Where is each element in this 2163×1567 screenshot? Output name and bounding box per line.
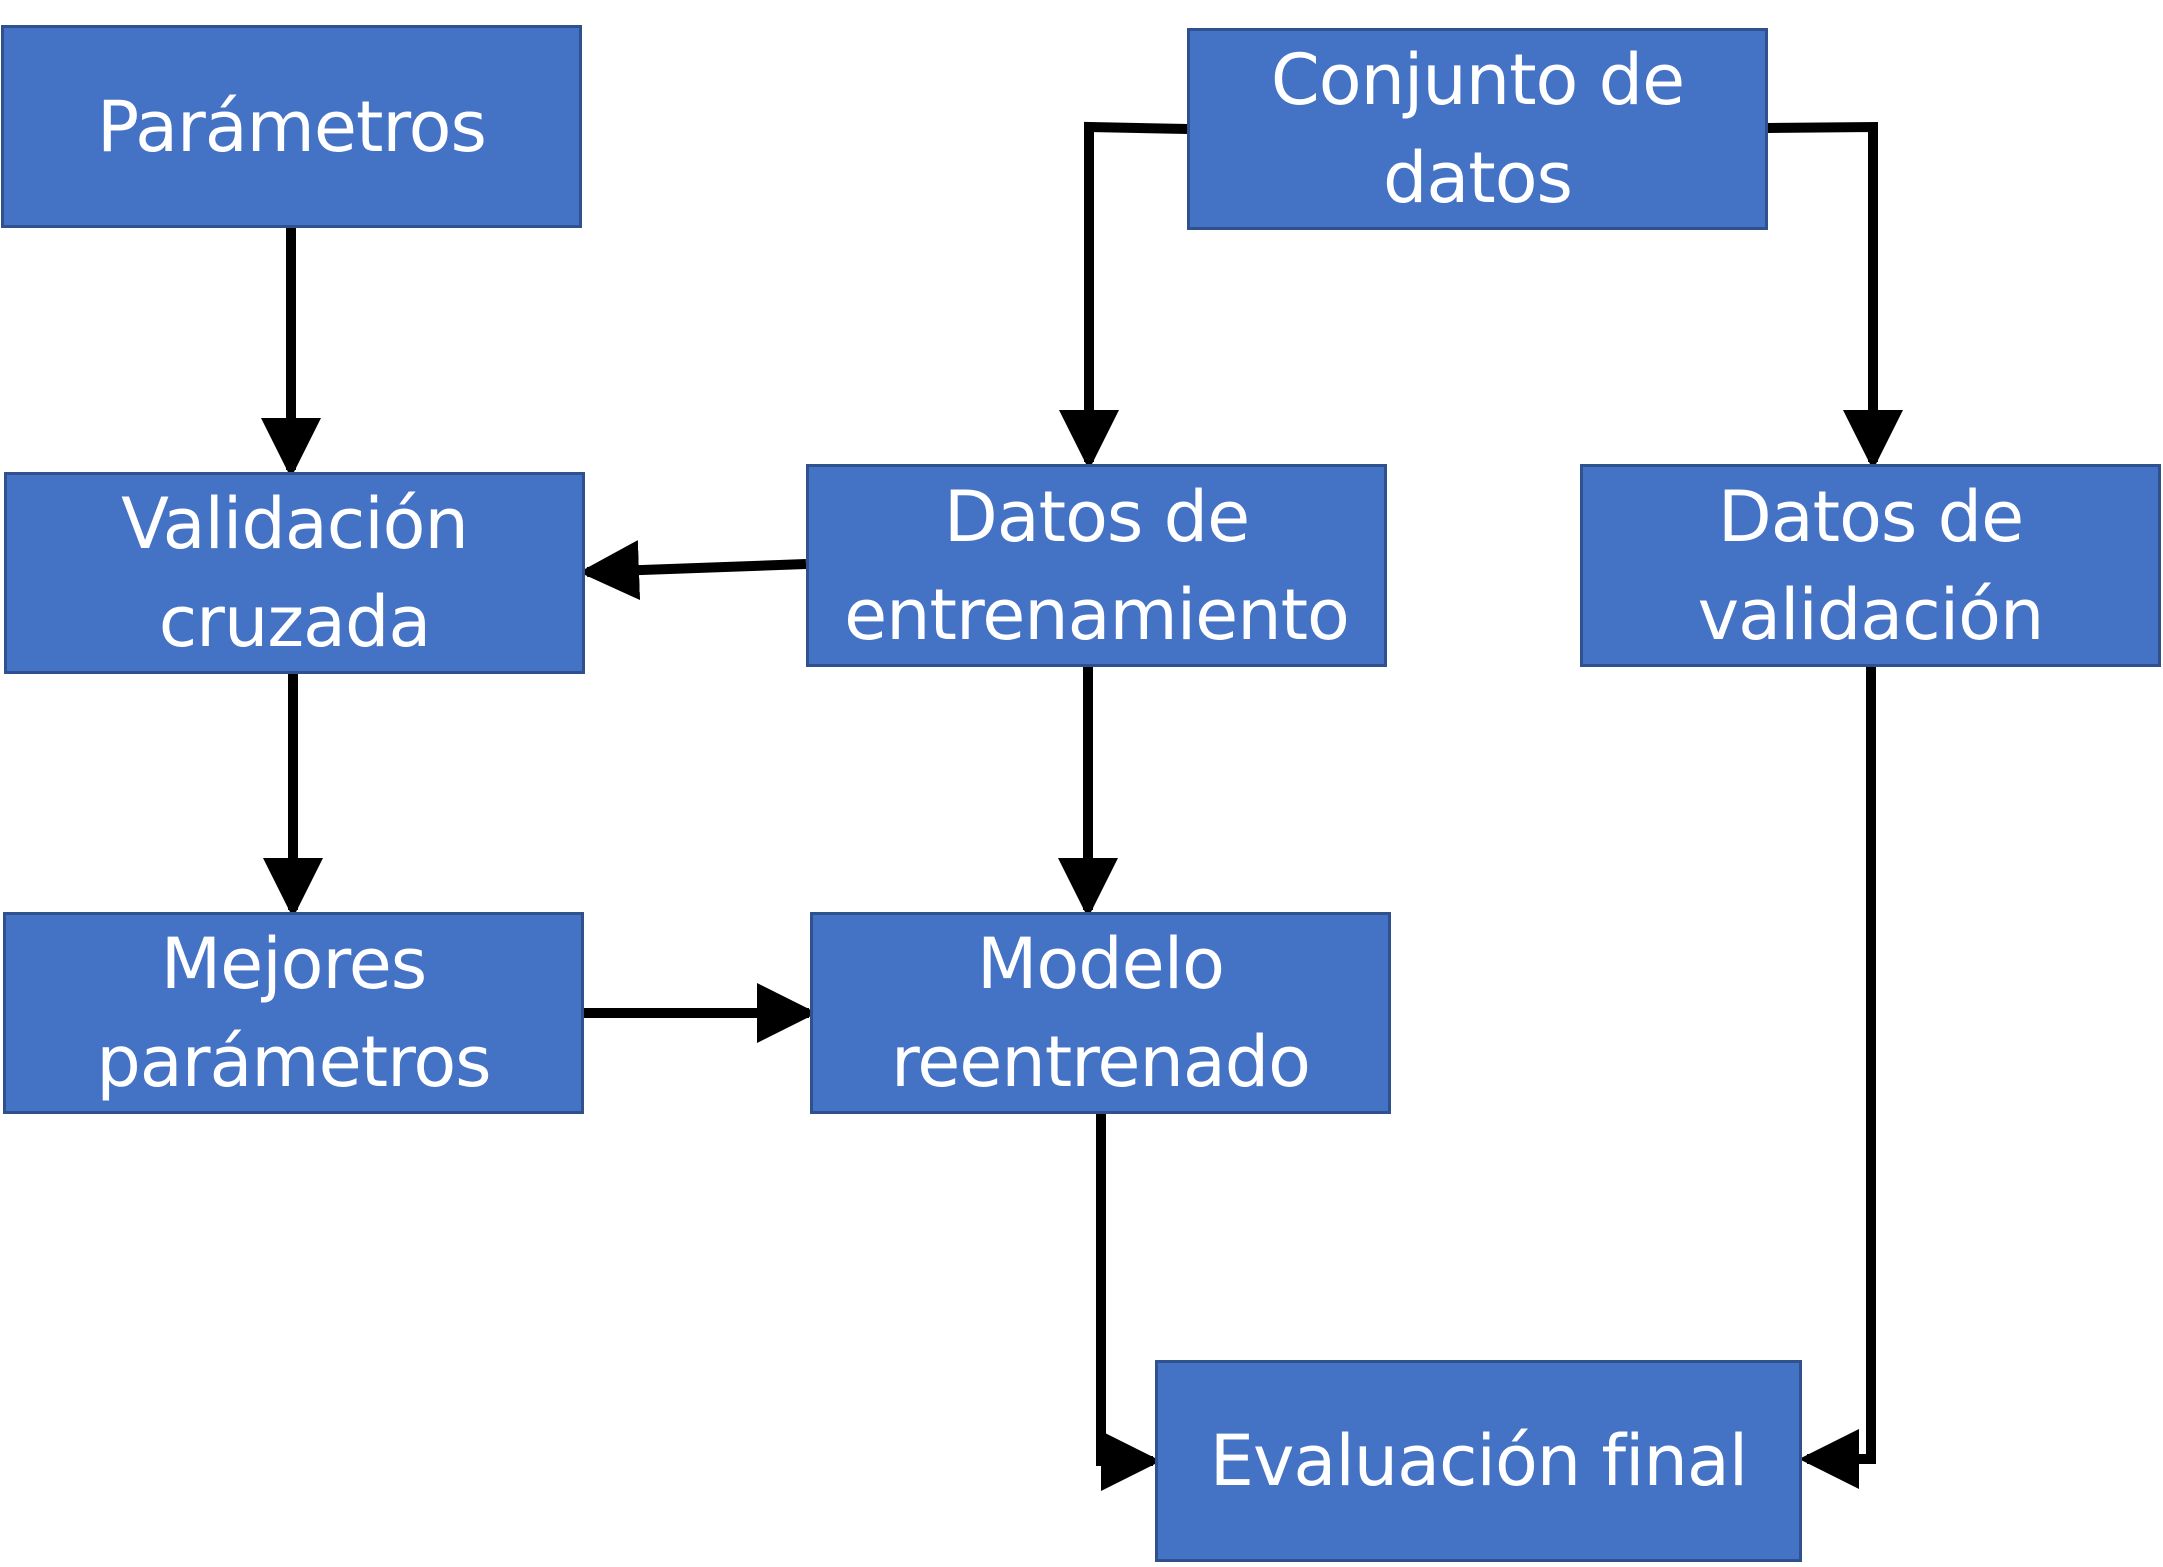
node-validacion-cruzada: Validación cruzada: [4, 472, 585, 674]
node-datos-de-entrenamiento-label: Datos de entrenamiento: [844, 475, 1350, 656]
arrow-conjunto-to-datos-validacion: [1766, 121, 1903, 471]
node-conjunto-de-datos-label: Conjunto de datos: [1270, 39, 1685, 219]
node-mejores-parametros: Mejores parámetros: [3, 912, 584, 1114]
node-parametros-label: Parámetros: [97, 85, 487, 168]
node-evaluacion-final-label: Evaluación final: [1209, 1420, 1748, 1502]
node-conjunto-de-datos: Conjunto de datos: [1187, 28, 1768, 230]
node-mejores-parametros-label: Mejores parámetros: [96, 923, 491, 1103]
node-validacion-cruzada-label: Validación cruzada: [121, 483, 469, 663]
node-datos-de-entrenamiento: Datos de entrenamiento: [806, 464, 1387, 667]
arrow-conjunto-to-datos-entrenamiento: [1059, 121, 1189, 471]
node-datos-de-validacion: Datos de validación: [1580, 464, 2161, 667]
node-evaluacion-final: Evaluación final: [1155, 1360, 1802, 1562]
node-parametros: Parámetros: [1, 25, 582, 228]
node-datos-de-validacion-label: Datos de validación: [1697, 475, 2045, 656]
node-modelo-reentrenado-label: Modelo reentrenado: [890, 923, 1311, 1103]
arrow-modelo-reentrenado-to-evaluacion-final: [1096, 1113, 1162, 1491]
node-modelo-reentrenado: Modelo reentrenado: [810, 912, 1391, 1114]
arrow-datos-validacion-to-evaluacion-final: [1798, 667, 1876, 1489]
arrow-datos-entrenamiento-to-validacion-cruzada: [579, 540, 807, 601]
